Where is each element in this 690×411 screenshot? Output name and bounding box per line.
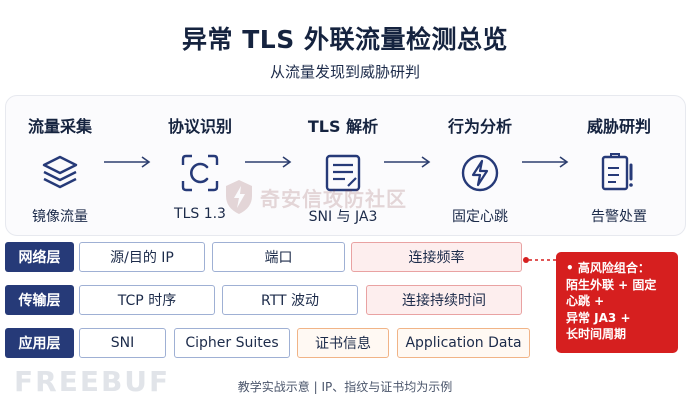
freebuf-watermark: FREEBUF	[14, 365, 171, 398]
step-tls-parse: TLS 解析 SNI 与 JA3	[283, 113, 403, 226]
layer-label-network: 网络层	[5, 242, 74, 272]
step-traffic-capture: 流量采集 镜像流量	[0, 113, 120, 226]
step-desc: 告警处置	[591, 209, 647, 225]
risk-line: 陌生外联 + 固定	[566, 277, 657, 292]
chip-tcp-timing: TCP 时序	[79, 285, 215, 315]
layer-label-transport: 传输层	[5, 285, 74, 315]
chip-port: 端口	[212, 242, 345, 272]
step-title: 行为分析	[447, 117, 512, 136]
step-protocol-identify: 协议识别 TLS 1.3	[140, 113, 260, 222]
arrow-right-icon	[245, 156, 292, 168]
step-desc: 固定心跳	[452, 209, 508, 225]
chip-application-data: Application Data	[397, 328, 530, 358]
chip-src-dst-ip: 源/目的 IP	[79, 242, 205, 272]
arrow-right-icon	[104, 156, 151, 168]
page-title: 异常 TLS 外联流量检测总览	[182, 25, 508, 54]
footer-note: 教学实战示意 | IP、指纹与证书均为示例	[237, 380, 453, 394]
risk-line: 异常 JA3 +	[566, 310, 631, 325]
arrow-right-icon	[522, 156, 569, 168]
step-title: 威胁研判	[586, 117, 651, 136]
step-title: TLS 解析	[307, 117, 379, 136]
page-subtitle: 从流量发现到威胁研判	[269, 63, 420, 81]
chip-cipher-suites: Cipher Suites	[174, 328, 290, 358]
chip-rtt-jitter: RTT 波动	[222, 285, 358, 315]
risk-line: 长时间周期	[566, 327, 627, 341]
step-desc: TLS 1.3	[174, 206, 226, 222]
step-threat-judge: 威胁研判 告警处置	[559, 113, 679, 226]
risk-connector-line	[523, 257, 556, 263]
step-desc: SNI 与 JA3	[308, 209, 378, 225]
watermark: 奇安信攻防社区	[224, 178, 407, 216]
step-title: 流量采集	[27, 117, 92, 136]
alert-document-icon	[601, 153, 633, 191]
chip-certificate-info: 证书信息	[297, 328, 389, 358]
step-behavior-analysis: 行为分析 固定心跳	[420, 113, 540, 226]
watermark-text: 奇安信攻防社区	[260, 186, 407, 211]
risk-line: • 高风险组合：	[566, 261, 650, 275]
chip-connection-frequency: 连接频率	[351, 242, 522, 272]
chip-connection-duration: 连接持续时间	[366, 285, 522, 315]
layers-icon	[42, 155, 78, 189]
shield-logo-icon	[226, 180, 252, 214]
scan-c-icon	[181, 154, 219, 192]
document-icon	[325, 154, 361, 192]
chip-sni: SNI	[79, 328, 166, 358]
arrow-right-icon	[384, 156, 431, 168]
high-risk-combination-box: • 高风险组合： 陌生外联 + 固定 心跳 + 异常 JA3 + 长时间周期	[556, 252, 678, 353]
step-desc: 镜像流量	[32, 209, 88, 225]
risk-line: 心跳 +	[566, 294, 605, 308]
layer-label-application: 应用层	[5, 328, 74, 358]
step-title: 协议识别	[167, 117, 232, 136]
lightning-icon	[461, 154, 499, 192]
